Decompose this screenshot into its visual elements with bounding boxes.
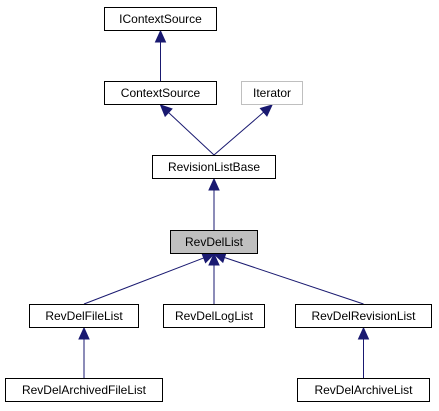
arrowhead-contextsource — [159, 104, 173, 118]
node-label: IContextSource — [119, 12, 202, 26]
node-label: RevisionListBase — [167, 160, 261, 174]
node-label: RevDelArchivedFileList — [21, 383, 147, 397]
node-revdelfilelist[interactable]: RevDelFileList — [29, 304, 139, 328]
node-label: RevDelList — [184, 235, 244, 249]
node-revdelarchivedfilelist[interactable]: RevDelArchivedFileList — [5, 378, 163, 402]
node-revisionlistbase[interactable]: RevisionListBase — [152, 155, 276, 179]
node-label: RevDelFileList — [45, 309, 123, 323]
edge-revdelrevisionlist-to-revdellist — [224, 257, 364, 305]
edge-revdelfilelist-to-revdellist — [83, 257, 204, 305]
arrowhead-iterator — [259, 104, 273, 117]
arrowhead-revdellist — [208, 252, 220, 266]
node-iterator[interactable]: Iterator — [241, 81, 303, 105]
node-icontextsource[interactable]: IContextSource — [104, 7, 217, 31]
node-contextsource[interactable]: ContextSource — [104, 81, 217, 105]
node-revdelrevisionlist[interactable]: RevDelRevisionList — [295, 304, 432, 328]
node-label: RevDelRevisionList — [311, 309, 416, 323]
node-revdelloglist[interactable]: RevDelLogList — [163, 304, 265, 328]
node-label: RevDelLogList — [174, 309, 254, 323]
arrowhead-revisionlistbase — [208, 177, 220, 191]
node-revdellist[interactable]: RevDelList — [170, 230, 258, 254]
arrowhead-revdelrevisionlist — [357, 326, 370, 340]
edge-revisionlistbase-to-iterator — [213, 111, 264, 156]
node-revdelarchivelist[interactable]: RevDelArchiveList — [297, 378, 430, 402]
arrowhead-revdelfilelist — [78, 326, 90, 340]
node-label: RevDelArchiveList — [314, 383, 413, 397]
node-label: Iterator — [252, 86, 291, 100]
edge-revisionlistbase-to-contextsource — [168, 112, 215, 156]
node-label: ContextSource — [120, 86, 201, 100]
arrowhead-icontextsource — [154, 29, 167, 43]
